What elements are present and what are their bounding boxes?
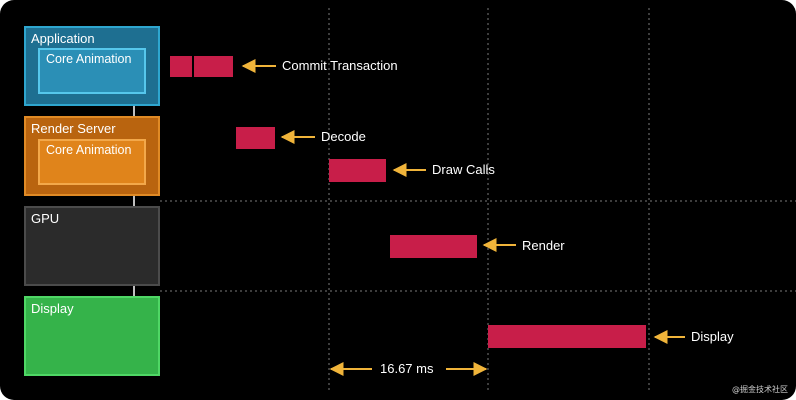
render-label: Render <box>522 238 565 253</box>
decode-bar <box>236 127 275 149</box>
render-bar <box>390 235 477 258</box>
render-server-label: Render Server <box>31 121 116 136</box>
display-step-label: Display <box>691 329 734 344</box>
render-server-core-animation: Core Animation <box>38 139 146 185</box>
application-label: Application <box>31 31 95 46</box>
application-core-animation-label: Core Animation <box>46 52 132 66</box>
frame-interval-label: 16.67 ms <box>380 361 434 376</box>
draw-calls-bar <box>329 159 386 182</box>
commit-bar-2 <box>194 56 233 77</box>
watermark-text: @掘金技术社区 <box>732 385 788 394</box>
render-server-core-animation-label: Core Animation <box>46 143 132 157</box>
display-stage-label: Display <box>31 301 74 316</box>
decode-label: Decode <box>321 129 366 144</box>
draw-calls-label: Draw Calls <box>432 162 495 177</box>
render-server-stage: Render Server Core Animation <box>24 116 160 196</box>
gpu-label: GPU <box>31 211 60 226</box>
display-bar <box>488 325 646 348</box>
commit-transaction-label: Commit Transaction <box>282 58 398 73</box>
application-stage: Application Core Animation <box>24 26 160 106</box>
application-core-animation: Core Animation <box>38 48 146 94</box>
commit-bar-1 <box>170 56 192 77</box>
gpu-stage: GPU <box>24 206 160 286</box>
display-stage: Display <box>24 296 160 376</box>
